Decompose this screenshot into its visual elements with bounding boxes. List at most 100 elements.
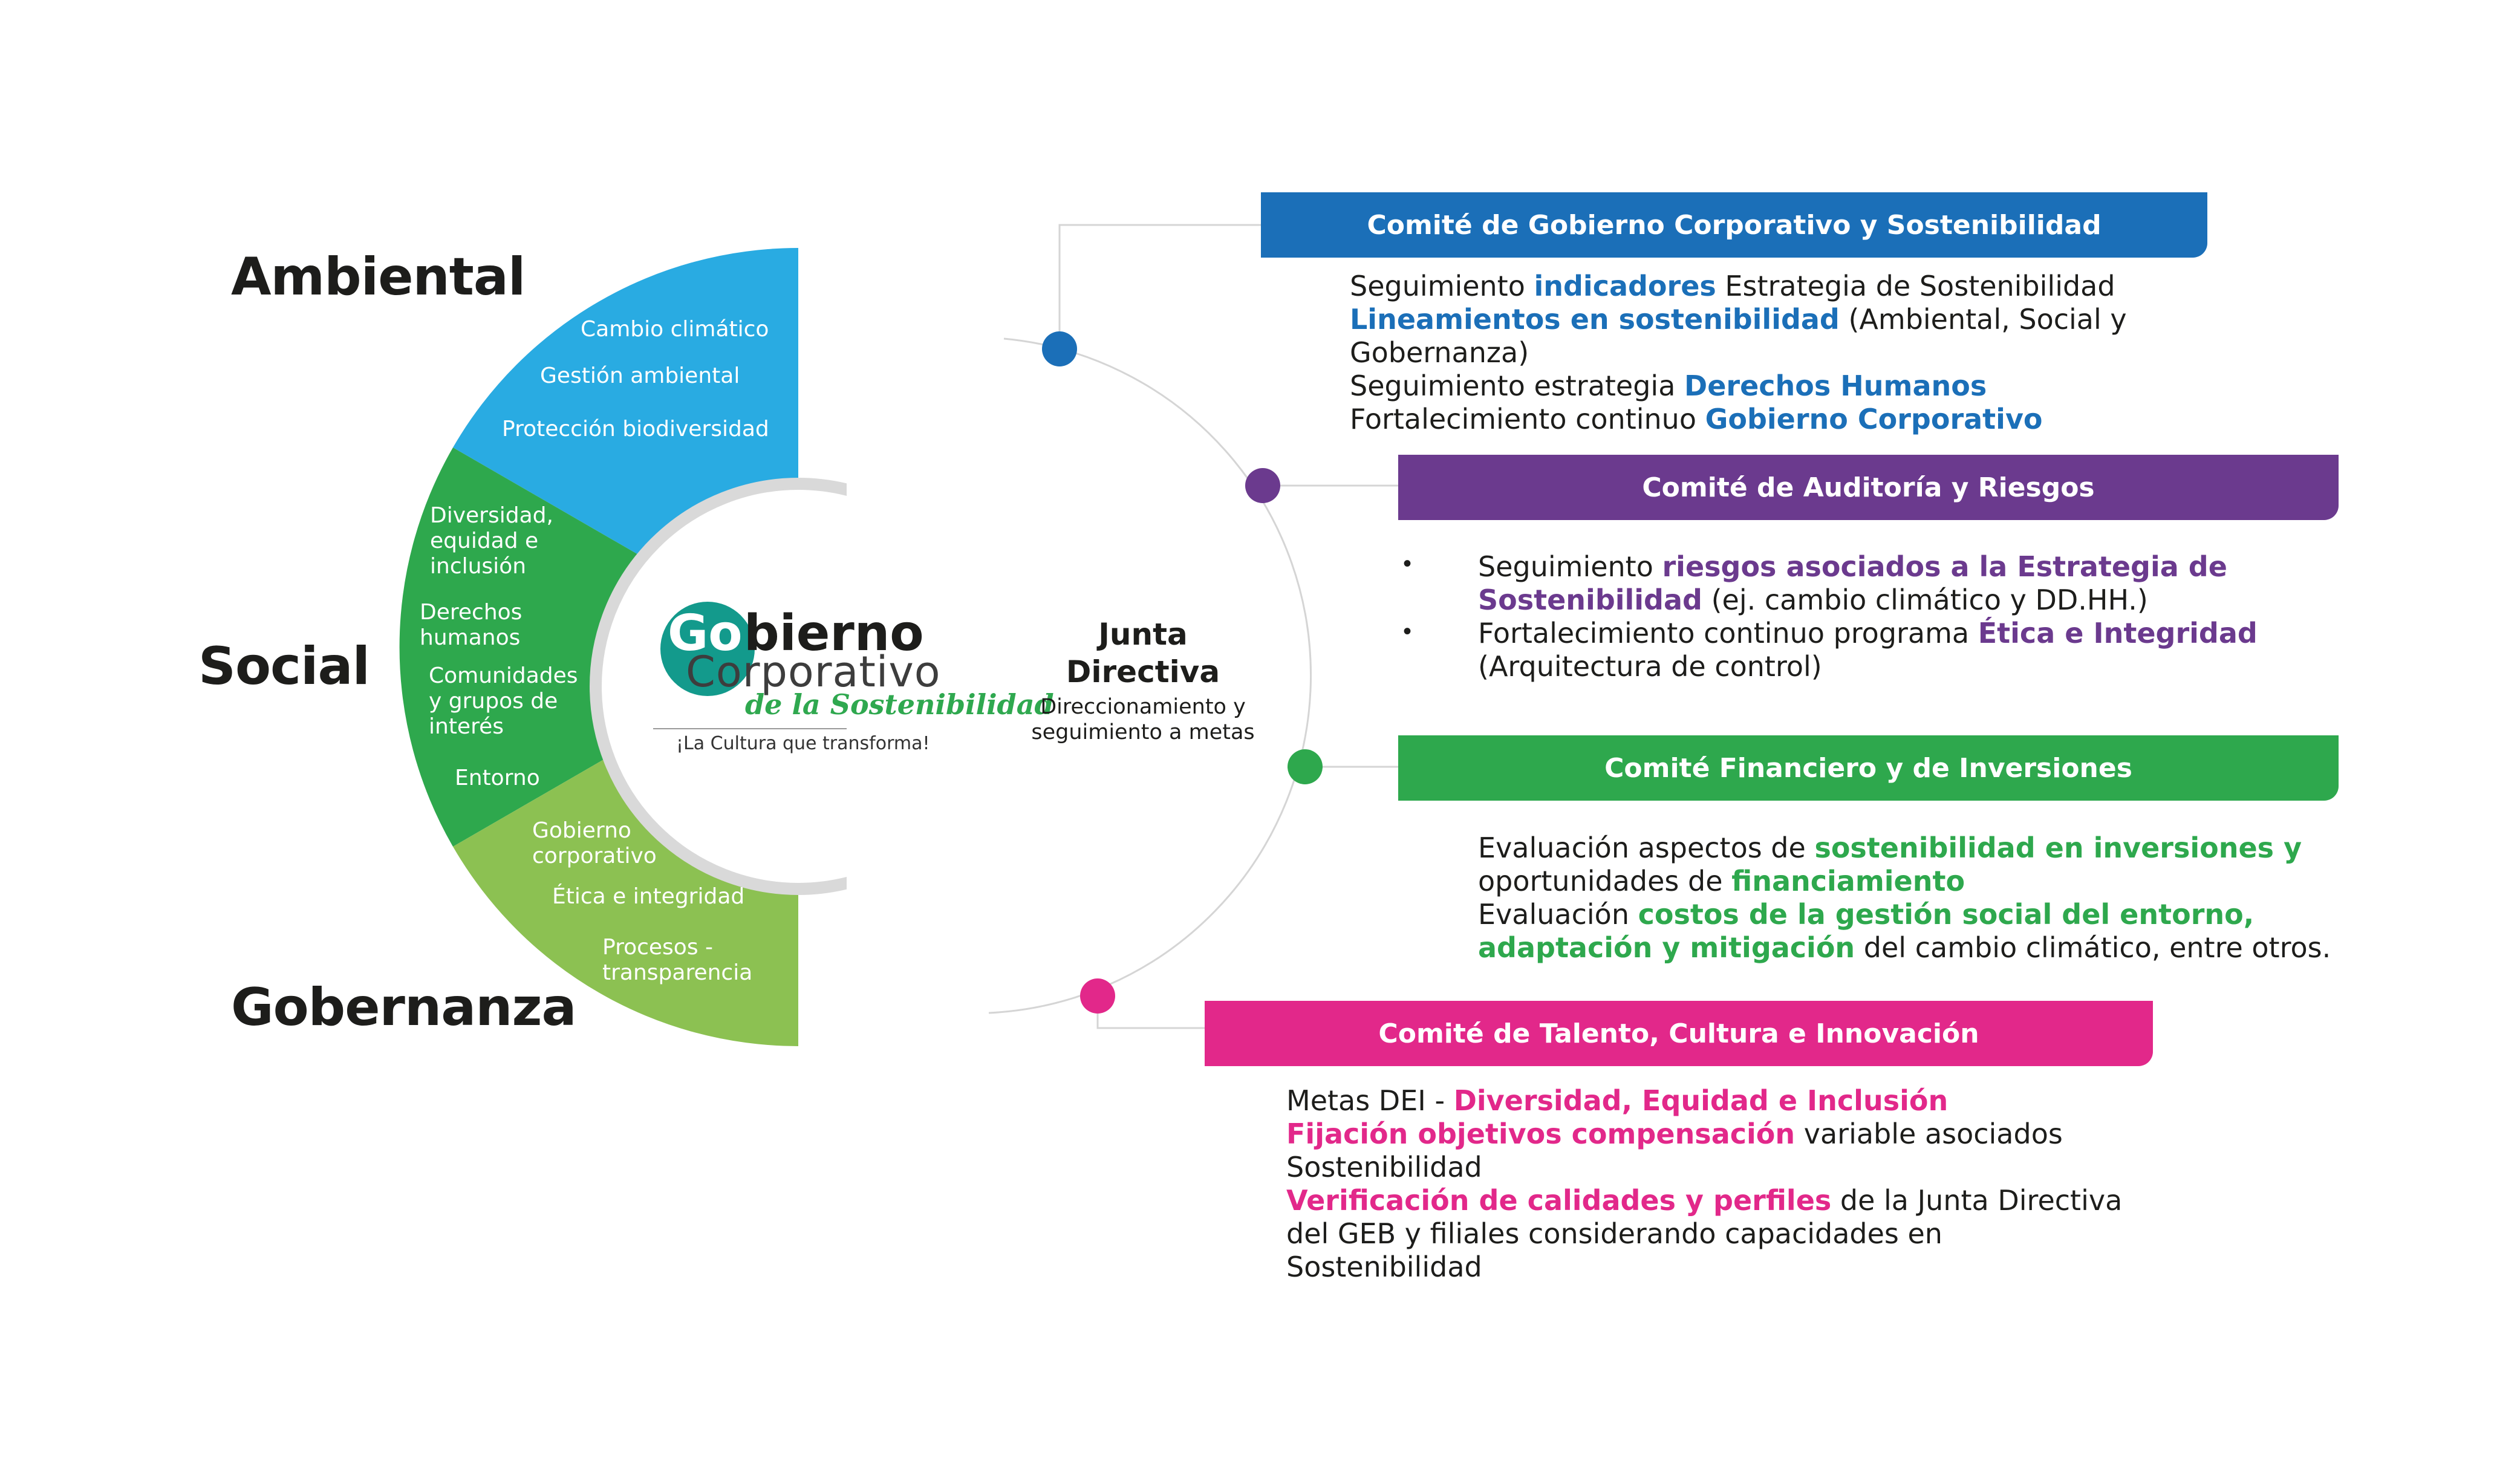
bullet-2: • (1403, 618, 1412, 645)
junta-subtitle-line-1: Direccionamiento y (1040, 695, 1246, 719)
body-text-segment: Evaluación (1478, 898, 1638, 931)
highlight-text: Gobierno Corporativo (1705, 403, 2043, 435)
body-text-segment: (Arquitectura de control) (1478, 650, 1822, 683)
dot-committee-2 (1245, 468, 1280, 503)
committee-body-line: Fijación objetivos compensación variable… (1286, 1118, 2122, 1151)
junta-arc (988, 337, 1312, 1014)
body-text-segment: Estrategia de Sostenibilidad (1716, 270, 2115, 302)
highlight-text: Lineamientos en sostenibilidad (1350, 303, 1840, 336)
body-text-segment: Seguimiento (1350, 270, 1534, 302)
committee-body-line: Seguimiento indicadores Estrategia de So… (1350, 270, 2127, 303)
body-text-segment: del GEB y filiales considerando capacida… (1286, 1217, 1942, 1250)
highlight-text: Verificación de calidades y perfiles (1286, 1184, 1832, 1217)
committee-body-line: Lineamientos en sostenibilidad (Ambienta… (1350, 303, 2127, 336)
wheel-label-procesos: Procesos - transparencia (602, 935, 752, 986)
highlight-text: costos de la gestión social del entorno, (1638, 898, 2255, 931)
body-text-segment: Fortalecimiento continuo programa (1478, 617, 1978, 649)
junta-title-line-1: Junta (1098, 617, 1188, 652)
committee-body-line: Sostenibilidad (1286, 1251, 2122, 1284)
committee-title-auditoria-riesgos: Comité de Auditoría y Riesgos (1398, 455, 2339, 520)
committee-body-line: Sostenibilidad (ej. cambio climático y D… (1478, 584, 2258, 617)
wheel-label-diversidad: Diversidad, equidad e inclusión (430, 503, 553, 579)
wheel-label-gobierno-corporativo: Gobierno corporativo (532, 818, 657, 869)
junta-subtitle-line-2: seguimiento a metas (1031, 720, 1255, 744)
wheel-label-line: Diversidad, (430, 503, 553, 528)
body-text-segment: Evaluación aspectos de (1478, 832, 1815, 864)
wheel-label-line: Comunidades (429, 663, 578, 688)
logo-go: Go (668, 605, 743, 662)
committee-body-line: Fortalecimiento continuo programa Ética … (1478, 617, 2258, 650)
category-ambiental: Ambiental (231, 247, 526, 307)
committee-body-line: Sostenibilidad (1286, 1151, 2122, 1184)
committee-body-line: Fortalecimiento continuo Gobierno Corpor… (1350, 403, 2127, 436)
wheel-label-derechos-humanos: Derechos humanos (420, 600, 522, 651)
highlight-text: indicadores (1534, 270, 1716, 302)
body-text-segment: Seguimiento (1478, 550, 1662, 583)
esg-wheel (399, 248, 847, 1046)
highlight-text: Diversidad, Equidad e Inclusión (1453, 1084, 1949, 1117)
highlight-text: financiamiento (1731, 865, 1965, 897)
junta-title-line-2: Directiva (1066, 654, 1220, 689)
wheel-label-line: interés (429, 714, 504, 739)
wheel-label-line: humanos (420, 625, 521, 650)
wheel-label-gestion-ambiental: Gestión ambiental (540, 363, 740, 388)
junta-title: Junta Directiva (1004, 616, 1282, 691)
wheel-label-etica-integridad: Ética e integridad (552, 884, 745, 909)
committee-body-line: Seguimiento estrategia Derechos Humanos (1350, 369, 2127, 403)
body-text-segment: Seguimiento estrategia (1350, 369, 1685, 402)
category-social: Social (198, 636, 370, 697)
wheel-label-cambio-climatico: Cambio climático (581, 317, 769, 342)
highlight-text: Ética e Integridad (1978, 617, 2258, 649)
wheel-label-line: Derechos (420, 600, 523, 625)
highlight-text: adaptación y mitigación (1478, 931, 1855, 964)
wheel-label-line: Procesos - (602, 935, 714, 960)
highlight-text: Sostenibilidad (1478, 584, 1702, 616)
category-gobernanza: Gobernanza (231, 977, 577, 1038)
committee-body-line: (Arquitectura de control) (1478, 650, 2258, 683)
body-text-segment: Sostenibilidad (1286, 1251, 1482, 1283)
committee-body-gobierno-corporativo: Seguimiento indicadores Estrategia de So… (1350, 270, 2127, 436)
wheel-label-comunidades: Comunidades y grupos de interés (429, 663, 578, 740)
body-text-segment: Gobernanza) (1350, 336, 1529, 369)
logo-teal-circle (660, 602, 755, 696)
body-text-segment: Metas DEI - (1286, 1084, 1454, 1117)
wheel-label-line: Gobierno (532, 818, 631, 843)
committee-title-gobierno-corporativo: Comité de Gobierno Corporativo y Sosteni… (1261, 192, 2207, 258)
committee-title-financiero-inversiones: Comité Financiero y de Inversiones (1398, 735, 2339, 801)
body-text-segment: variable asociados (1795, 1118, 2063, 1150)
body-text-segment: de la Junta Directiva (1831, 1184, 2123, 1217)
wheel-label-line: equidad e (430, 529, 539, 553)
committee-body-line: Metas DEI - Diversidad, Equidad e Inclus… (1286, 1084, 2122, 1118)
wheel-label-line: inclusión (430, 554, 527, 579)
committee-title-talento-cultura: Comité de Talento, Cultura e Innovación (1205, 1001, 2153, 1066)
committee-body-line: Evaluación aspectos de sostenibilidad en… (1478, 832, 2331, 865)
body-text-segment: (ej. cambio climático y DD.HH.) (1702, 584, 2148, 616)
logo-corporativo: Corporativo (686, 647, 941, 697)
wheel-label-entorno: Entorno (455, 766, 540, 790)
connector-1 (1058, 224, 1261, 345)
highlight-text: Fijación objetivos compensación (1286, 1118, 1796, 1150)
committee-body-line: Gobernanza) (1350, 336, 2127, 369)
body-text-segment: Sostenibilidad (1286, 1151, 1482, 1183)
body-text-segment: del cambio climático, entre otros. (1855, 931, 2331, 964)
committee-body-line: adaptación y mitigación del cambio climá… (1478, 931, 2331, 965)
highlight-text: Derechos Humanos (1684, 369, 1987, 402)
highlight-text: riesgos asociados a la Estrategia de (1662, 550, 2227, 583)
bullet-1: • (1403, 550, 1412, 577)
body-text-segment: oportunidades de (1478, 865, 1732, 897)
wheel-label-line: y grupos de (429, 689, 558, 714)
highlight-text: sostenibilidad en inversiones y (1814, 832, 2302, 864)
committee-body-auditoria-riesgos: Seguimiento riesgos asociados a la Estra… (1478, 550, 2258, 683)
committee-body-line: Seguimiento riesgos asociados a la Estra… (1478, 550, 2258, 584)
committee-body-line: del GEB y filiales considerando capacida… (1286, 1217, 2122, 1251)
wheel-label-line: transparencia (602, 960, 753, 985)
wheel-label-line: corporativo (532, 844, 657, 868)
wheel-label-proteccion-biodiversidad: Protección biodiversidad (502, 417, 769, 441)
dot-committee-1 (1042, 331, 1077, 366)
logo-tagline: ¡La Cultura que transforma! (676, 733, 930, 754)
logo-bierno: bierno (744, 605, 924, 662)
committee-body-financiero-inversiones: Evaluación aspectos de sostenibilidad en… (1478, 832, 2331, 965)
body-text-segment: Fortalecimiento continuo (1350, 403, 1705, 435)
committee-body-line: Verificación de calidades y perfiles de … (1286, 1184, 2122, 1217)
